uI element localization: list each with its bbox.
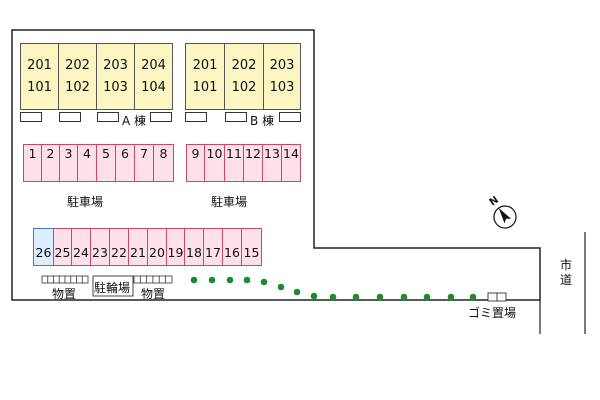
tree — [423, 293, 431, 301]
parking-space[interactable]: 5 — [96, 144, 116, 182]
unit-b-3[interactable]: 203 103 — [263, 43, 301, 110]
unit-number-upper: 202 — [231, 57, 257, 73]
parking-space[interactable]: 2 — [41, 144, 60, 182]
unit-number-lower: 103 — [269, 79, 295, 95]
parking-space[interactable]: 17 — [203, 228, 223, 266]
building-b-label: B 棟 — [250, 114, 275, 128]
parking-space[interactable]: 4 — [77, 144, 97, 182]
tree — [277, 283, 285, 291]
porch — [150, 112, 172, 122]
parking-space[interactable]: 8 — [153, 144, 174, 182]
parking-space[interactable]: 9 — [186, 144, 205, 182]
parking-space[interactable]: 22 — [109, 228, 129, 266]
tree — [329, 293, 337, 301]
unit-number-upper: 203 — [269, 57, 295, 73]
parking-space[interactable]: 23 — [90, 228, 110, 266]
porch — [59, 112, 81, 122]
parking-lot-label-left: 駐車場 — [67, 195, 104, 209]
unit-a-1[interactable]: 201 101 — [20, 43, 59, 110]
parking-space[interactable]: 16 — [222, 228, 242, 266]
storage-label-left: 物置 — [52, 287, 77, 301]
parking-space[interactable]: 19 — [166, 228, 185, 266]
unit-a-4[interactable]: 204 104 — [134, 43, 173, 110]
storage-right-shape — [133, 275, 173, 284]
unit-b-2[interactable]: 202 102 — [224, 43, 264, 110]
unit-number-lower: 102 — [65, 79, 90, 95]
tree — [310, 292, 318, 300]
unit-number-upper: 201 — [27, 57, 52, 73]
unit-number-upper: 204 — [141, 57, 166, 73]
porch — [279, 112, 301, 122]
parking-space[interactable]: 7 — [134, 144, 154, 182]
parking-space-accessible[interactable]: 26 — [33, 228, 54, 266]
unit-number-lower: 102 — [231, 79, 257, 95]
parking-space[interactable]: 15 — [241, 228, 262, 266]
parking-space[interactable]: 20 — [147, 228, 167, 266]
unit-a-3[interactable]: 203 103 — [96, 43, 135, 110]
parking-space[interactable]: 6 — [115, 144, 135, 182]
storage-label-right: 物置 — [141, 287, 166, 301]
porch — [20, 112, 42, 122]
parking-space[interactable]: 3 — [59, 144, 78, 182]
parking-space[interactable]: 21 — [128, 228, 148, 266]
unit-number-upper: 201 — [192, 57, 218, 73]
parking-space[interactable]: 12 — [243, 144, 263, 182]
parking-space[interactable]: 25 — [53, 228, 72, 266]
tree — [243, 276, 251, 284]
parking-space[interactable]: 14 — [281, 144, 301, 182]
parking-space[interactable]: 18 — [184, 228, 204, 266]
tree — [208, 276, 216, 284]
building-a-label: A 棟 — [122, 114, 147, 128]
garbage-station-icon — [487, 292, 507, 302]
tree — [293, 288, 301, 296]
unit-b-1[interactable]: 201 101 — [185, 43, 225, 110]
parking-space[interactable]: 13 — [262, 144, 282, 182]
tree — [469, 293, 477, 301]
porch — [225, 112, 247, 122]
unit-number-upper: 202 — [65, 57, 90, 73]
bicycle-parking-box — [92, 275, 134, 297]
unit-a-2[interactable]: 202 102 — [58, 43, 97, 110]
tree — [400, 293, 408, 301]
north-arrow-icon — [493, 205, 517, 229]
parking-space[interactable]: 11 — [224, 144, 244, 182]
unit-number-lower: 101 — [27, 79, 52, 95]
parking-space[interactable]: 10 — [204, 144, 225, 182]
tree-row — [190, 276, 477, 301]
parking-space[interactable]: 1 — [23, 144, 42, 182]
unit-number-lower: 104 — [141, 79, 166, 95]
porch — [185, 112, 207, 122]
parking-lot-label-right: 駐車場 — [211, 195, 248, 209]
tree — [447, 293, 455, 301]
unit-number-lower: 103 — [103, 79, 128, 95]
unit-number-lower: 101 — [192, 79, 218, 95]
tree — [376, 293, 384, 301]
tree — [352, 293, 360, 301]
storage-left-shape — [41, 275, 89, 284]
tree — [226, 276, 234, 284]
unit-number-upper: 203 — [103, 57, 128, 73]
garbage-station-label: ゴミ置場 — [468, 306, 517, 320]
tree — [260, 278, 268, 286]
parking-space[interactable]: 24 — [71, 228, 91, 266]
tree — [190, 276, 198, 284]
city-road-label: 市道 — [559, 258, 572, 287]
porch — [97, 112, 119, 122]
bicycle-parking-label: 駐輪場 — [94, 281, 131, 295]
